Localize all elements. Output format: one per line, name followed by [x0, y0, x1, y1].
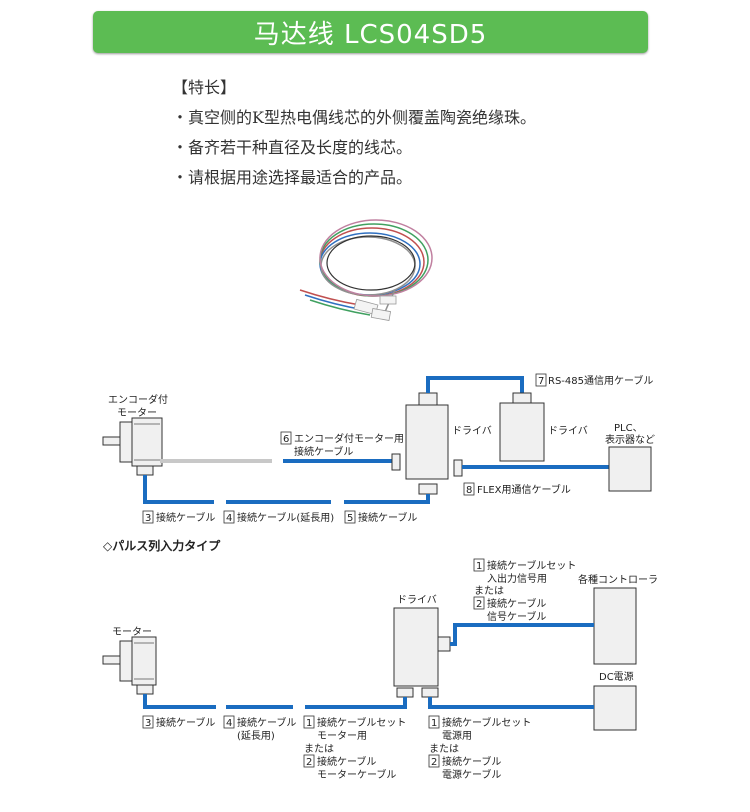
- p-label-2b: 電源ケーブル: [442, 768, 501, 781]
- p-label-1a: 接続ケーブルセット: [442, 716, 531, 729]
- p-number-2-box: [428, 754, 440, 768]
- cable-7-number-box: [535, 373, 547, 387]
- controller-label: 各種コントローラ: [578, 573, 658, 586]
- top-number-2: 2: [476, 599, 482, 610]
- cable-3-number: 3: [145, 513, 151, 524]
- driver-label: ドライバ: [397, 594, 437, 606]
- dc-label: DC電源: [599, 670, 634, 683]
- p-label-2a: 接続ケーブル: [442, 755, 501, 768]
- cable-3-label: 接続ケーブル: [156, 511, 215, 524]
- diagram-1: エンコーダ付 モーター 6 エンコーダ付モーター用 接続ケーブル ドライバ ドラ…: [102, 373, 655, 524]
- driver-box: [393, 607, 439, 687]
- cable-6-label-1: エンコーダ付モーター用: [294, 432, 404, 445]
- driver-bottom-connector: [418, 483, 438, 495]
- cable-4-number: 4: [226, 513, 232, 524]
- top-label-2b: 信号ケーブル: [487, 610, 546, 623]
- cable-6-number-box: [280, 431, 292, 445]
- motor-label-2: モーター: [117, 407, 157, 419]
- p-or: または: [429, 743, 459, 755]
- driver-signal-connector: [437, 636, 451, 652]
- features-block: 【特长】 ・真空侧的K型热电偶线芯的外侧覆盖陶瓷绝缘珠。 ・备齐若干种直径及长度…: [172, 73, 536, 193]
- m-label-2a: 接続ケーブル: [317, 755, 376, 768]
- top-number-2-box: [473, 596, 485, 610]
- m-label-2b: モーターケーブル: [317, 768, 396, 781]
- m-number-1: 1: [306, 718, 312, 729]
- m-number-1-box: [303, 715, 315, 729]
- cable-4-label: 接続ケーブル(延長用): [237, 511, 334, 524]
- top-number-1-box: [473, 558, 485, 572]
- title-banner: 马达线 LCS04SD5: [93, 11, 648, 53]
- p-number-1: 1: [431, 718, 437, 729]
- cable-6-number: 6: [283, 434, 289, 445]
- driver-power-connector: [421, 687, 439, 698]
- cable-8-number-box: [463, 482, 475, 496]
- driver-flex-connector: [453, 459, 463, 477]
- m-or: または: [304, 743, 334, 755]
- c4-number: 4: [226, 718, 232, 729]
- m-number-2-box: [303, 754, 315, 768]
- motor-label-1: エンコーダ付: [108, 393, 168, 406]
- c4-number-box: [223, 715, 235, 729]
- c3-number: 3: [145, 718, 151, 729]
- motor: [102, 636, 157, 695]
- cable-product-image: [299, 219, 433, 321]
- m-label-1b: モーター用: [317, 730, 367, 742]
- cable-3-line: [143, 694, 216, 709]
- top-label-1b: 入出力信号用: [487, 572, 547, 585]
- cable-6-label-2: 接続ケーブル: [294, 445, 353, 458]
- driver-motor-connector: [396, 687, 414, 698]
- p-number-2: 2: [431, 757, 437, 768]
- plc-box: [608, 446, 652, 492]
- driver2-label: ドライバ: [548, 425, 588, 437]
- power-cable-line: [428, 697, 594, 709]
- cable-5-number: 5: [347, 513, 353, 524]
- driver2-box: [499, 402, 545, 462]
- cable-5-line: [344, 494, 430, 504]
- feature-item-1: ・真空侧的K型热电偶线芯的外侧覆盖陶瓷绝缘珠。: [172, 108, 536, 127]
- c3-label: 接続ケーブル: [156, 716, 215, 729]
- encoder-motor: [102, 417, 163, 476]
- controller-box: [593, 587, 637, 665]
- driver-box: [405, 404, 449, 480]
- feature-item-2: ・备齐若干种直径及长度的线芯。: [172, 138, 413, 157]
- top-label-2a: 接続ケーブル: [487, 597, 546, 610]
- driver-encoder-connector: [391, 453, 401, 471]
- driver-top-connector: [418, 392, 438, 406]
- features-heading: 【特长】: [172, 78, 237, 97]
- top-number-1: 1: [476, 561, 482, 572]
- motor-label: モーター: [112, 626, 152, 638]
- dc-power-box: [593, 685, 637, 731]
- c4-label-2: (延長用): [237, 730, 275, 742]
- p-label-1b: 電源用: [442, 729, 472, 742]
- motor-lead-wire: [160, 459, 272, 463]
- plc-label-2: 表示器など: [605, 433, 655, 446]
- m-number-2: 2: [306, 757, 312, 768]
- cable-7-line: [426, 376, 524, 393]
- feature-item-3: ・请根据用途选择最适合的产品。: [172, 168, 413, 187]
- cable-4-number-box: [223, 510, 235, 524]
- section-title: ◇パルス列入力タイプ: [103, 538, 221, 553]
- top-or: または: [474, 585, 504, 597]
- signal-cable-line: [450, 623, 594, 646]
- c3-number-box: [142, 715, 154, 729]
- driver2-top-connector: [512, 392, 532, 404]
- cable-5-label: 接続ケーブル: [358, 511, 417, 524]
- cable-5-number-box: [344, 510, 356, 524]
- cable-8-number: 8: [466, 485, 472, 496]
- motor-cable-line: [305, 697, 407, 709]
- top-label-1a: 接続ケーブルセット: [487, 559, 576, 572]
- page-title: 马达线 LCS04SD5: [253, 19, 488, 50]
- driver-label: ドライバ: [452, 425, 492, 437]
- plc-label-1: PLC、: [614, 423, 643, 434]
- m-label-1a: 接続ケーブルセット: [317, 716, 406, 729]
- cable-7-label: RS-485通信用ケーブル: [548, 374, 653, 387]
- cable-7-number: 7: [538, 376, 544, 387]
- p-number-1-box: [428, 715, 440, 729]
- cable-3-number-box: [142, 510, 154, 524]
- cable-8-label: FLEX用通信ケーブル: [477, 483, 571, 496]
- cable-3-line: [143, 475, 214, 504]
- c4-label-1: 接続ケーブル: [237, 716, 296, 729]
- diagram-2: ◇パルス列入力タイプ モーター ドライバ 各種コントローラ DC電源: [102, 538, 658, 781]
